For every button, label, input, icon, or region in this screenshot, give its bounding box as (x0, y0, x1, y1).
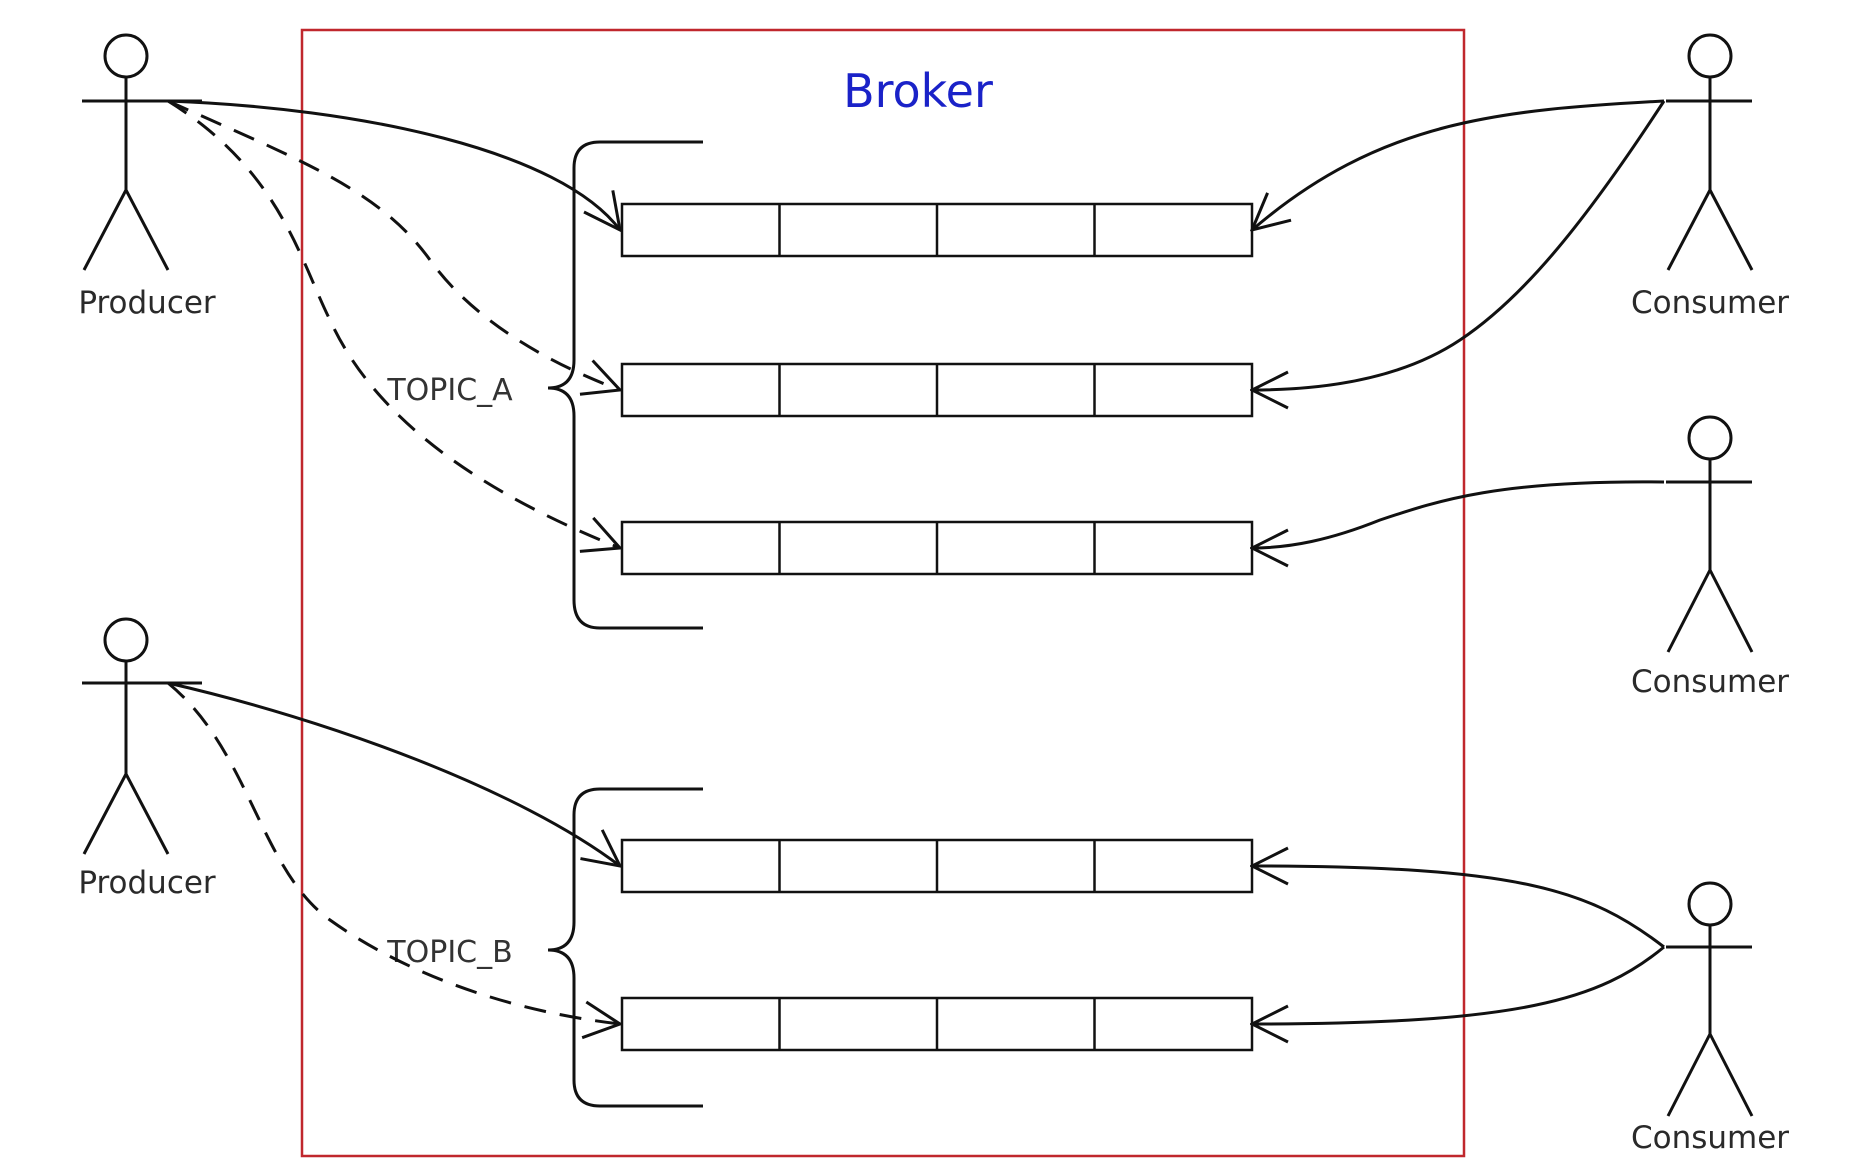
producer-1-label: Producer (78, 285, 216, 321)
producer-2-actor (82, 617, 202, 855)
edge-producer-1-topic-a-p3 (167, 99, 620, 548)
topic-b-partition-2 (620, 996, 1254, 1052)
edge-consumer-3-topic-b-p1 (1252, 866, 1665, 949)
producer-1-actor (82, 33, 202, 271)
broker-box (300, 28, 1466, 1158)
consumer-3-actor (1666, 881, 1754, 1117)
topic-a-label: TOPIC_A (386, 373, 513, 408)
consumer-2-actor (1666, 415, 1754, 653)
topic-a-bracket (547, 140, 703, 630)
edge-producer-1-topic-a-p2 (167, 99, 620, 390)
consumer-1-actor (1666, 33, 1754, 271)
topic-b-bracket (547, 787, 703, 1108)
topic-a-partition-1 (620, 202, 1254, 258)
topic-b-partition-1 (620, 838, 1254, 894)
partitions-group (620, 202, 1254, 1052)
edge-consumer-1-topic-a-p2 (1252, 100, 1666, 390)
edge-consumer-1-topic-a-p1 (1252, 99, 1665, 230)
consumer-1-label: Consumer (1631, 285, 1789, 321)
producer-2-label: Producer (78, 865, 216, 901)
broker-title: Broker (843, 64, 993, 118)
edge-consumer-2-topic-a-p3 (1252, 480, 1665, 548)
topic-a-partition-3 (620, 520, 1254, 576)
consumer-3-label: Consumer (1631, 1120, 1789, 1156)
topic-a-partition-2 (620, 362, 1254, 418)
consumer-2-label: Consumer (1631, 664, 1789, 700)
edge-consumer-3-topic-b-p2 (1252, 945, 1665, 1024)
edge-producer-1-topic-a-p1 (167, 99, 620, 230)
edge-producer-2-topic-b-p2 (167, 681, 620, 1024)
edge-producer-2-topic-b-p1 (167, 681, 620, 866)
